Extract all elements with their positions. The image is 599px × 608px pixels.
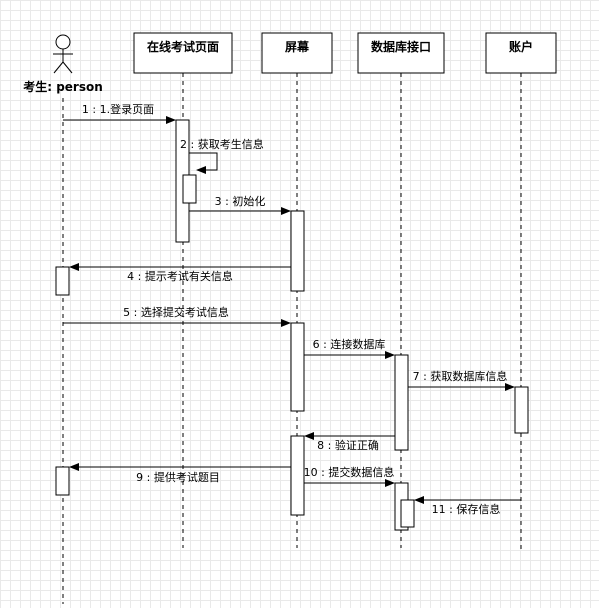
message-2-arrow[interactable] (189, 152, 218, 174)
activation-bar-db-1 (394, 354, 409, 451)
activation-bar-person-1 (55, 266, 70, 296)
lifeline-box-screen (261, 32, 333, 74)
message-11-label: 11 : 保存信息 (432, 502, 501, 516)
message-10-label: 10 : 提交数据信息 (304, 465, 395, 479)
lifeline-label-page: 在线考试页面 (147, 39, 219, 54)
message-7-label: 7 : 获取数据库信息 (413, 369, 508, 383)
activation-bar-screen-2 (290, 322, 305, 412)
message-4-label: 4 : 提示考试有关信息 (127, 269, 233, 283)
activation-bar-page-self (182, 174, 197, 204)
activation-bar-person-2 (55, 466, 70, 496)
message-9-label: 9 : 提供考试题目 (136, 470, 220, 484)
message-1-label: 1 : 1.登录页面 (82, 102, 154, 116)
actor-label: 考生: person (23, 79, 103, 94)
activation-bar-account (514, 386, 529, 434)
message-6-label: 6 : 连接数据库 (313, 337, 386, 351)
actor-person[interactable]: 考生: person (23, 34, 103, 94)
lifeline-box-account (485, 32, 557, 74)
message-3-label: 3 : 初始化 (215, 194, 266, 208)
activation-bar-db-self (400, 499, 415, 528)
lifeline-box-page (133, 32, 233, 74)
message-2-label: 2 : 获取考生信息 (180, 137, 264, 151)
activation-bar-screen-1 (290, 210, 305, 292)
lifeline-header-screen[interactable]: 屏幕 (261, 32, 333, 74)
lifeline-label-account: 账户 (509, 39, 533, 54)
lifeline-label-db: 数据库接口 (371, 39, 431, 54)
stick-figure-icon (53, 34, 73, 74)
lifeline-header-account[interactable]: 账户 (485, 32, 557, 74)
lifeline-label-screen: 屏幕 (284, 39, 310, 54)
lifeline-header-db[interactable]: 数据库接口 (357, 32, 445, 74)
lifeline-header-page[interactable]: 在线考试页面 (133, 32, 233, 74)
message-8-label: 8 : 验证正确 (317, 438, 379, 452)
lifeline-box-db (357, 32, 445, 74)
activation-bar-screen-3 (290, 435, 305, 516)
message-5-label: 5 : 选择提交考试信息 (123, 305, 229, 319)
